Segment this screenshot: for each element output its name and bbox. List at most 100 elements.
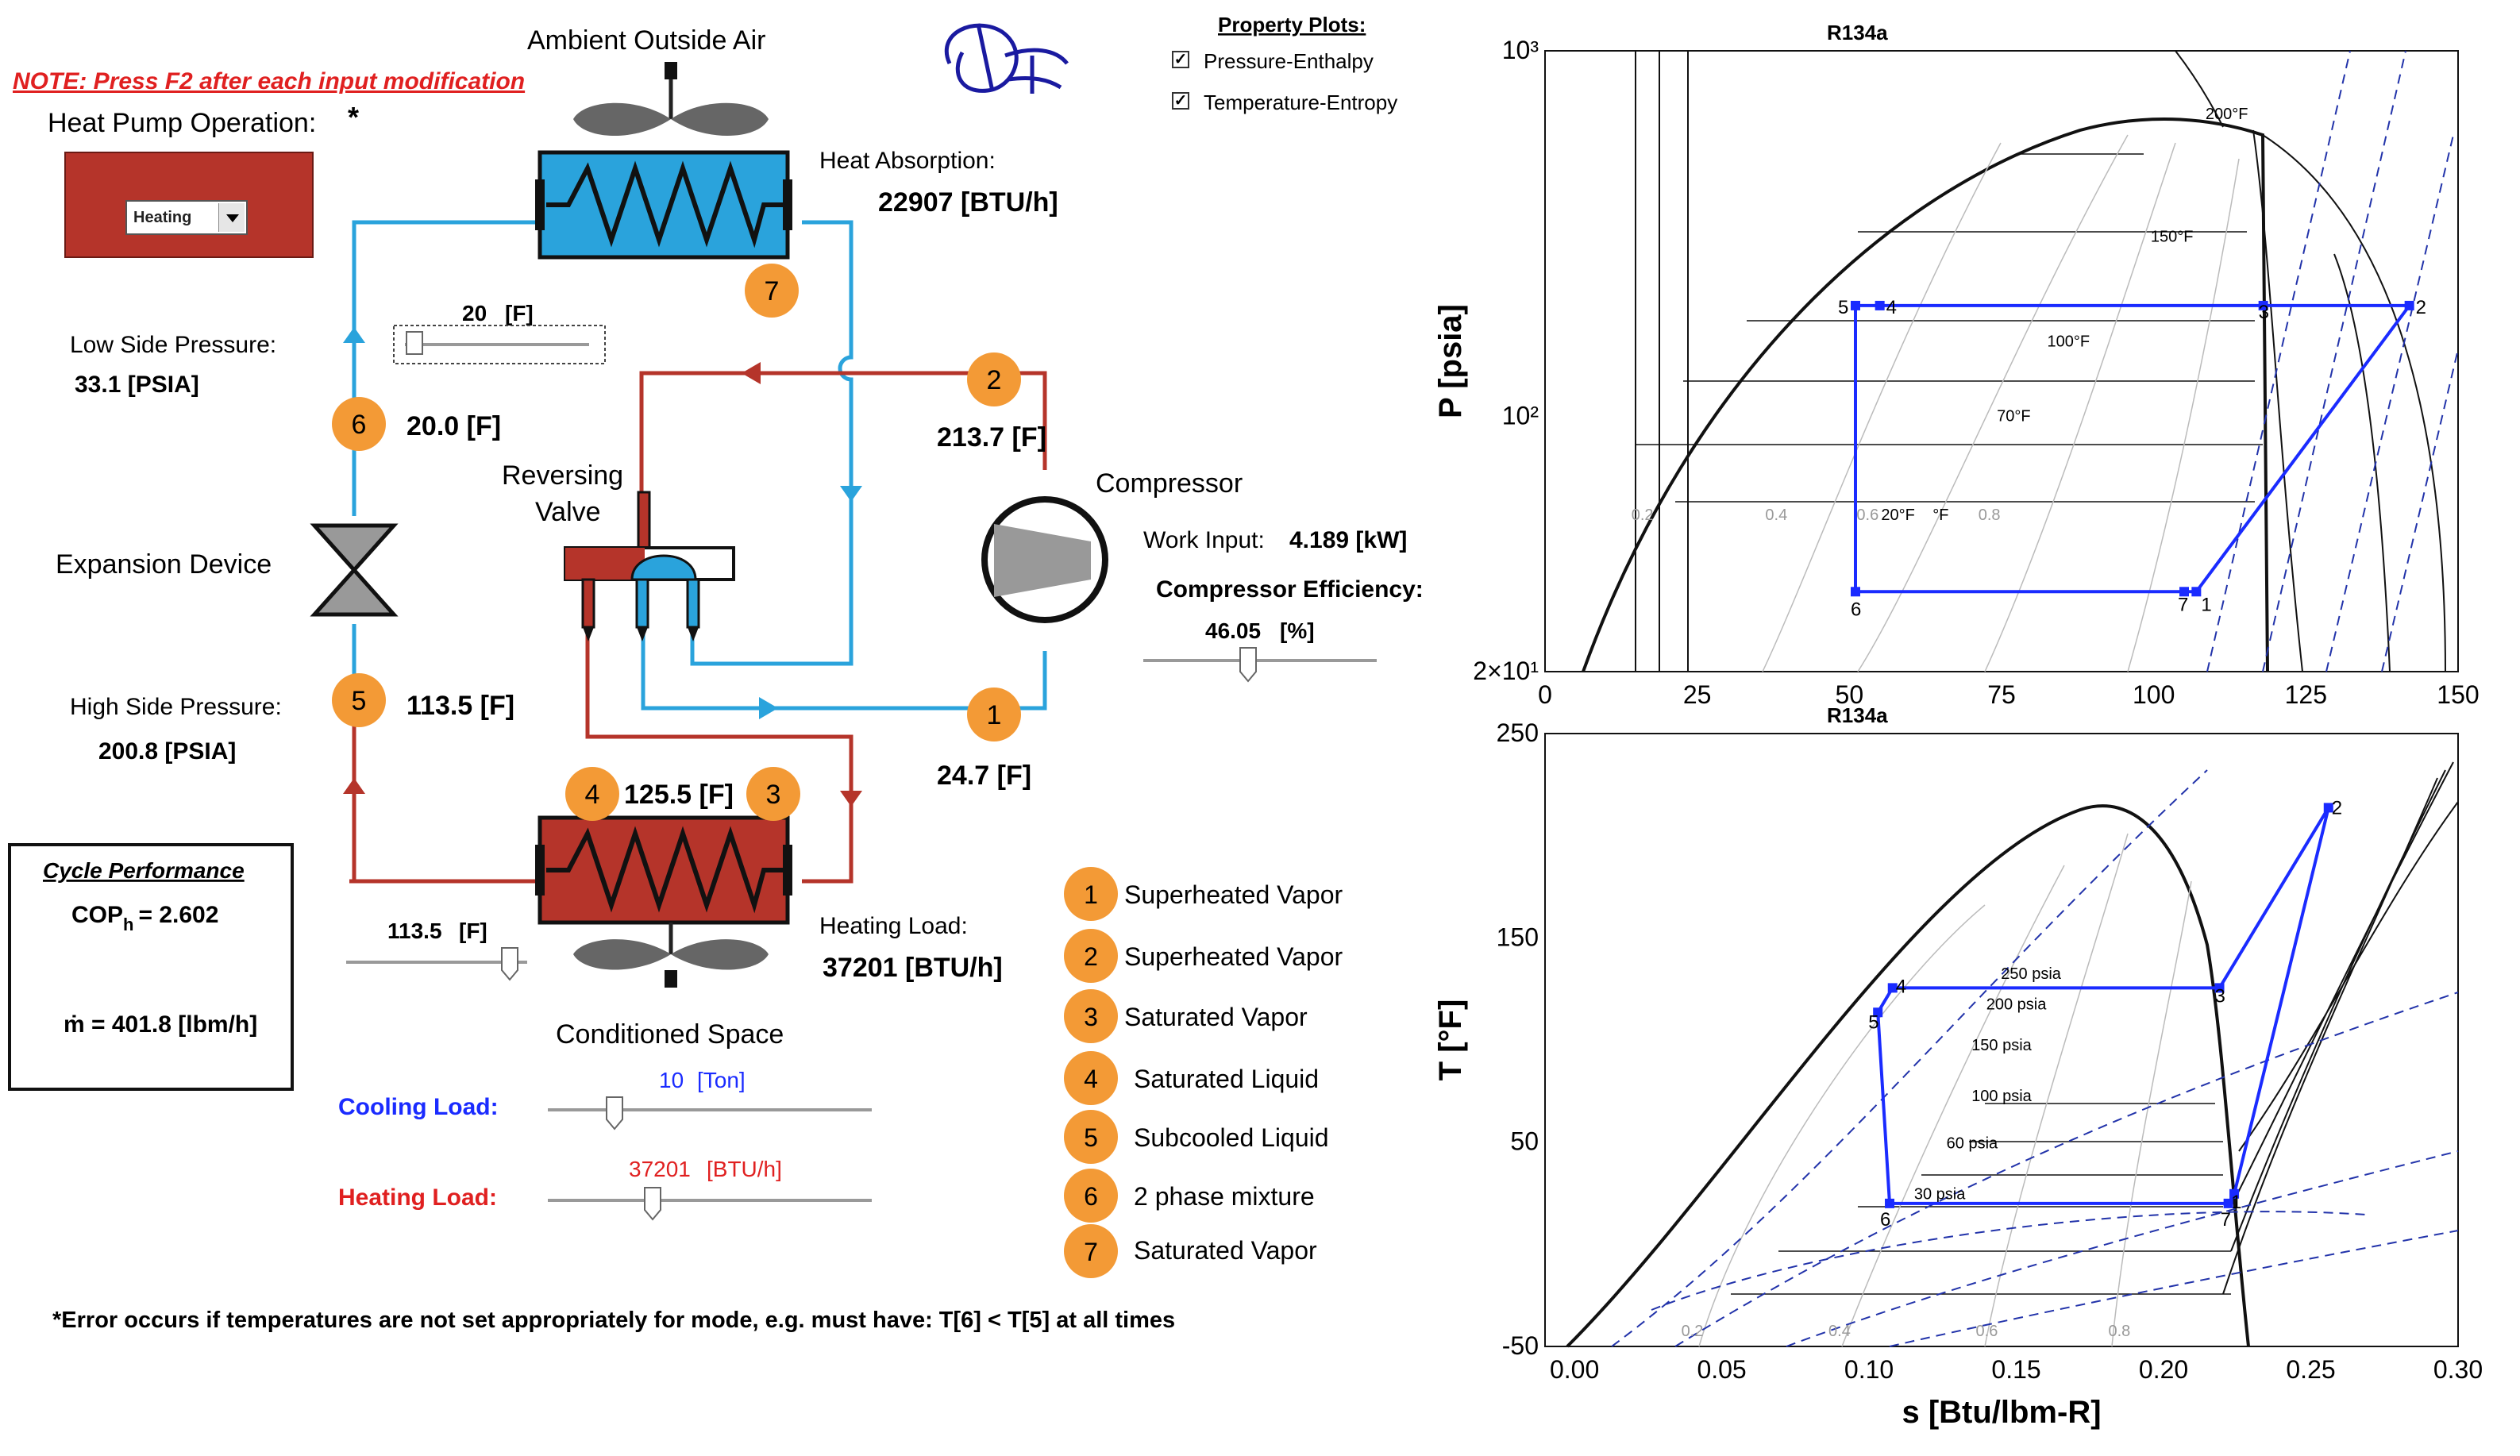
cycle-point-2: [2323, 803, 2333, 813]
ts-plot-area: [1544, 733, 2459, 1347]
x-tick-label: 0.20: [2139, 1355, 2188, 1384]
y-tick-label: 2×10¹: [1473, 657, 1539, 685]
svg-text:Saturated Liquid: Saturated Liquid: [1134, 1065, 1319, 1093]
y-tick-label: -50: [1502, 1331, 1539, 1360]
y-tick-label: 10³: [1502, 36, 1539, 64]
svg-text:Saturated Vapor: Saturated Vapor: [1124, 1003, 1308, 1031]
state-5: 5: [332, 673, 386, 727]
mode-select-value: Heating: [133, 209, 192, 226]
compressor-efficiency-slider[interactable]: [1143, 647, 1377, 683]
y-tick-label: 150: [1497, 923, 1539, 951]
contour-label: 0.2: [1682, 1323, 1704, 1340]
cooling-load-slider[interactable]: [548, 1096, 872, 1131]
ph-checkbox[interactable]: ✓: [1172, 51, 1189, 68]
mode-select[interactable]: Heating: [125, 200, 248, 235]
t5-slider-value: 113.5: [387, 919, 442, 943]
property-plots-title: Property Plots:: [1218, 13, 1366, 37]
t6-slider[interactable]: [393, 325, 606, 364]
chevron-down-icon[interactable]: [218, 203, 245, 232]
cycle-line: [1876, 807, 2330, 1205]
cycle-point-1: [2229, 1188, 2240, 1199]
reversing-valve-label-2: Valve: [535, 497, 601, 527]
y-axis-label: P [psia]: [1433, 304, 1468, 418]
cycle-point-label: 2: [2416, 297, 2426, 318]
y-tick-label: 250: [1497, 718, 1539, 747]
t6-slider-unit: [F]: [505, 301, 534, 325]
cycle-point-6: [1851, 587, 1860, 597]
reversing-valve-label-1: Reversing: [502, 460, 623, 491]
cycle-point-label: 6: [1880, 1209, 1890, 1231]
compressor-efficiency-label: Compressor Efficiency:: [1156, 576, 1424, 603]
cycle-point-6: [1885, 1198, 1895, 1208]
cycle-performance-title: Cycle Performance: [43, 858, 245, 883]
svg-text:Subcooled Liquid: Subcooled Liquid: [1134, 1123, 1329, 1152]
contour-label: 200°F: [2206, 106, 2248, 123]
low-side-value: 33.1 [PSIA]: [75, 372, 199, 398]
x-tick-label: 75: [1987, 680, 2016, 709]
cycle-point-label: 7: [2178, 594, 2188, 615]
heating-load-unit: [BTU/h]: [707, 1157, 782, 1181]
ph-grid-lines: [1582, 50, 2459, 672]
heating-load-slider[interactable]: [548, 1187, 872, 1221]
heat-absorption-label: Heat Absorption:: [819, 148, 996, 174]
ambient-label: Ambient Outside Air: [527, 25, 765, 56]
contour-label: °F: [1932, 507, 1948, 524]
conditioned-space-label: Conditioned Space: [556, 1019, 784, 1050]
mode-asterisk: *: [348, 101, 359, 133]
property-plot-ph-label: Pressure-Enthalpy: [1204, 49, 1374, 73]
x-tick-label: 150: [2437, 680, 2479, 709]
x-tick-label: 0.25: [2286, 1355, 2335, 1384]
ph-plot-area: [1544, 50, 2459, 672]
cycle-point-7: [2179, 587, 2189, 597]
cycle-line: [1854, 303, 2413, 594]
cycle-point-label: 1: [2231, 1192, 2241, 1213]
contour-label: 0.6: [1856, 507, 1878, 524]
contour-label: 20°F: [1881, 507, 1914, 524]
contour-label: 0.4: [1828, 1323, 1851, 1340]
svg-text:6: 6: [1084, 1182, 1098, 1211]
svg-text:3: 3: [1084, 1003, 1098, 1031]
y-tick-label: 10²: [1502, 401, 1539, 429]
x-tick-label: 100: [2133, 680, 2175, 709]
cooling-load-value: 10: [659, 1068, 684, 1092]
x-tick-label: 0.10: [1844, 1355, 1894, 1384]
ts-checkbox[interactable]: ✓: [1172, 92, 1189, 110]
low-side-label: Low Side Pressure:: [70, 332, 276, 358]
state-1-temp: 24.7 [F]: [937, 761, 1031, 791]
cycle-point-label: 4: [1896, 976, 1906, 997]
cycle-point-2: [2404, 300, 2414, 310]
cycle-point-label: 1: [2201, 594, 2211, 615]
cycle-performance-box: [8, 843, 294, 1091]
reversing-valve-icon: [564, 491, 735, 641]
state-34-temp: 125.5 [F]: [624, 780, 734, 810]
evaporator-coil: [535, 150, 792, 260]
svg-text:1: 1: [1084, 880, 1098, 909]
x-tick-label: 50: [1836, 680, 1864, 709]
work-input-label: Work Input:: [1143, 527, 1265, 553]
hot-pipes: [349, 371, 1047, 884]
cycle-point-1: [2191, 587, 2202, 597]
heat-absorption-value: 22907 [BTU/h]: [878, 187, 1058, 218]
condenser-coil: [535, 815, 792, 925]
logo: [944, 23, 1069, 94]
expansion-device-label: Expansion Device: [56, 549, 272, 580]
cycle-point-3: [2258, 300, 2268, 310]
cycle-point-7: [2223, 1198, 2233, 1208]
contour-label: 0.8: [2108, 1323, 2130, 1340]
high-side-label: High Side Pressure:: [70, 694, 282, 720]
contour-label: 150 psia: [1971, 1037, 2032, 1054]
t5-slider[interactable]: [346, 947, 527, 981]
t6-slider-value: 20: [462, 301, 487, 325]
high-side-value: 200.8 [PSIA]: [98, 738, 236, 765]
heating-load-out-label: Heating Load:: [819, 913, 968, 939]
cycle-point-label: 6: [1851, 599, 1861, 620]
svg-text:6: 6: [352, 410, 367, 440]
mode-label: Heat Pump Operation:: [48, 108, 316, 138]
svg-text:Superheated Vapor: Superheated Vapor: [1124, 942, 1343, 971]
cycle-point-5: [1851, 300, 1860, 310]
compressor-efficiency-unit: [%]: [1280, 618, 1315, 643]
svg-text:5: 5: [1084, 1123, 1098, 1152]
state-1: 1: [967, 688, 1021, 741]
